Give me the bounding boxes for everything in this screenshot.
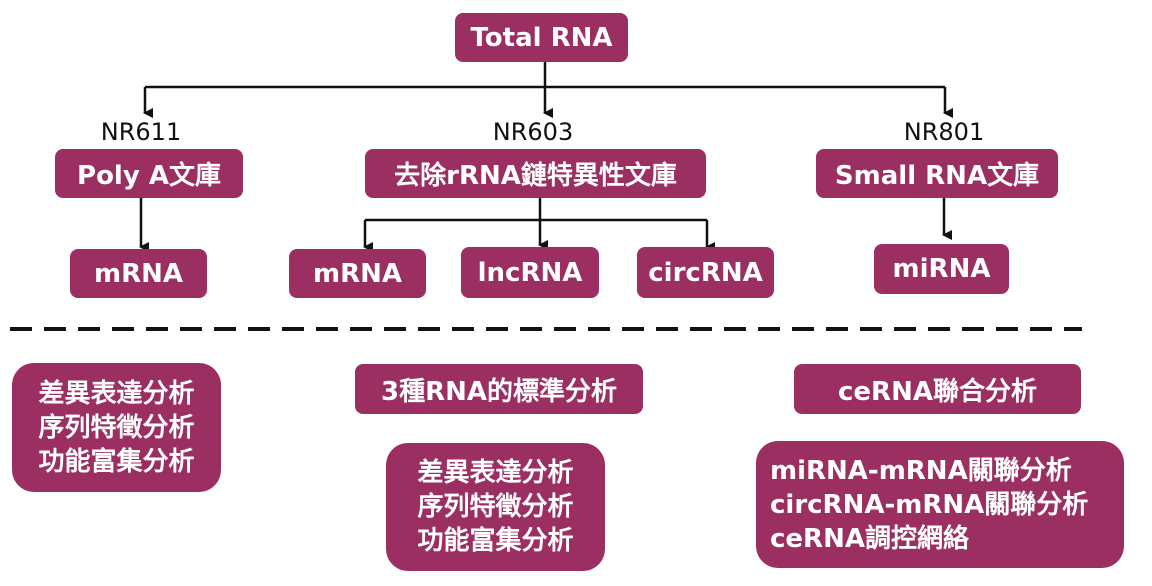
right-analysis-box: miRNA-mRNA關聯分析 circRNA-mRNA關聯分析 ceRNA調控網… <box>756 441 1124 568</box>
nr801-code: NR801 <box>903 118 985 146</box>
mirna-box: miRNA <box>874 244 1009 294</box>
mrna-polya-box: mRNA <box>70 249 207 298</box>
rrna-depletion-library-box: 去除rRNA鏈特異性文庫 <box>365 149 706 198</box>
nr611-code: NR611 <box>100 118 182 146</box>
middle-analysis-line-1: 差異表達分析 <box>417 458 574 488</box>
middle-analysis-box: 差異表達分析 序列特徵分析 功能富集分析 <box>386 443 605 571</box>
lncrna-box: lncRNA <box>461 247 599 298</box>
left-analysis-line-1: 差異表達分析 <box>38 378 195 409</box>
left-analysis-box: 差異表達分析 序列特徵分析 功能富集分析 <box>12 363 221 492</box>
total-rna-box: Total RNA <box>455 13 628 62</box>
small-rna-library-box: Small RNA文庫 <box>816 149 1058 198</box>
right-analysis-title: ceRNA聯合分析 <box>794 364 1081 414</box>
right-analysis-line-3: ceRNA調控網絡 <box>770 523 969 554</box>
mrna-rrna-box: mRNA <box>289 249 426 298</box>
middle-analysis-title: 3種RNA的標準分析 <box>355 364 643 414</box>
polya-library-box: Poly A文庫 <box>55 149 243 198</box>
left-analysis-line-2: 序列特徵分析 <box>38 412 195 443</box>
right-analysis-line-1: miRNA-mRNA關聯分析 <box>770 455 1072 486</box>
middle-analysis-line-3: 功能富集分析 <box>417 526 574 556</box>
circrna-box: circRNA <box>637 247 774 298</box>
middle-analysis-line-2: 序列特徵分析 <box>417 492 574 522</box>
nr603-code: NR603 <box>492 118 574 146</box>
left-analysis-line-3: 功能富集分析 <box>38 446 195 477</box>
right-analysis-line-2: circRNA-mRNA關聯分析 <box>770 489 1089 520</box>
